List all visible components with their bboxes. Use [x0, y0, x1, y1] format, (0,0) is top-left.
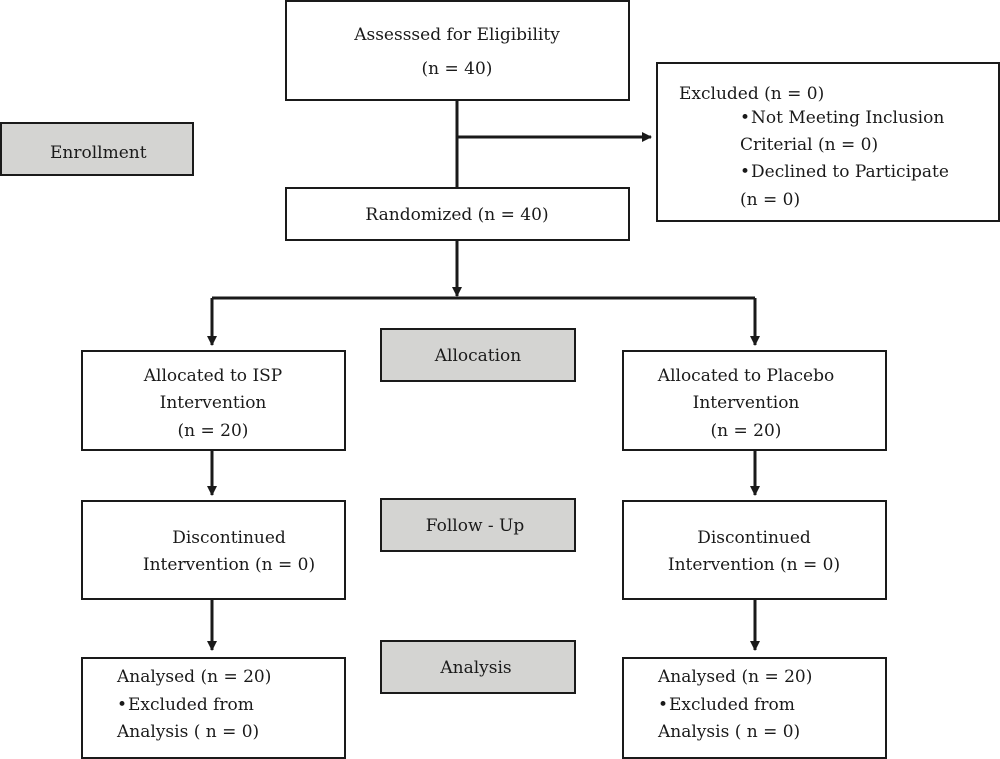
left-analysis-box	[81, 657, 346, 759]
left-allocated-line2: Intervention	[159, 393, 267, 413]
right-followup-box	[622, 500, 887, 600]
right-followup-line2: Intervention (n = 0)	[667, 555, 841, 575]
excluded-item-1-bullet: •	[740, 108, 751, 128]
left-followup-box	[81, 500, 346, 600]
randomized-label: Randomized (n = 40)	[365, 205, 549, 225]
assessed-count: (n = 40)	[421, 59, 493, 79]
right-followup-line1: Discontinued	[697, 528, 811, 548]
right-allocated-line1: Allocated to Placebo	[657, 366, 835, 386]
stage-enrollment-box	[0, 122, 194, 176]
randomized-box	[285, 187, 630, 241]
stage-followup-box	[380, 498, 576, 552]
right-allocated-line2: Intervention	[692, 393, 800, 413]
excluded-item-1-line1: Not Meeting Inclusion	[751, 108, 945, 128]
left-allocated-count: (n = 20)	[177, 421, 249, 441]
left-followup-line2: Intervention (n = 0)	[142, 555, 316, 575]
right-analysis-line1: Analysed (n = 20)	[658, 667, 813, 687]
right-analysis-line2: Excluded from	[669, 695, 795, 715]
left-allocated-line1: Allocated to ISP	[143, 366, 283, 386]
stage-enrollment-label: Enrollment	[50, 143, 147, 163]
excluded-item-2-bullet: •	[740, 162, 751, 182]
left-followup-line1: Discontinued	[172, 528, 286, 548]
stage-analysis-box	[380, 640, 576, 694]
stage-allocation-label: Allocation	[434, 346, 522, 366]
excluded-item-2-line2: (n = 0)	[740, 190, 801, 210]
excluded-item-1-line2: Criterial (n = 0)	[740, 135, 879, 155]
right-allocated-box	[622, 350, 887, 451]
excluded-item-2-line1: Declined to Participate	[751, 162, 949, 182]
assessed-title: Assesssed for Eligibility	[354, 25, 560, 45]
left-analysis-line1: Analysed (n = 20)	[117, 667, 272, 687]
right-analysis-box	[622, 657, 887, 759]
stage-followup-label: Follow - Up	[425, 516, 525, 536]
left-analysis-bullet: •	[117, 695, 128, 715]
excluded-box	[656, 62, 1000, 222]
stage-analysis-label: Analysis	[440, 658, 512, 678]
right-allocated-count: (n = 20)	[710, 421, 782, 441]
left-allocated-box	[81, 350, 346, 451]
stage-allocation-box	[380, 328, 576, 382]
right-analysis-bullet: •	[658, 695, 669, 715]
left-analysis-line3: Analysis ( n = 0)	[117, 722, 260, 742]
right-analysis-line3: Analysis ( n = 0)	[658, 722, 801, 742]
excluded-title: Excluded (n = 0)	[679, 84, 825, 104]
assessed-box	[285, 0, 630, 101]
left-analysis-line2: Excluded from	[128, 695, 254, 715]
